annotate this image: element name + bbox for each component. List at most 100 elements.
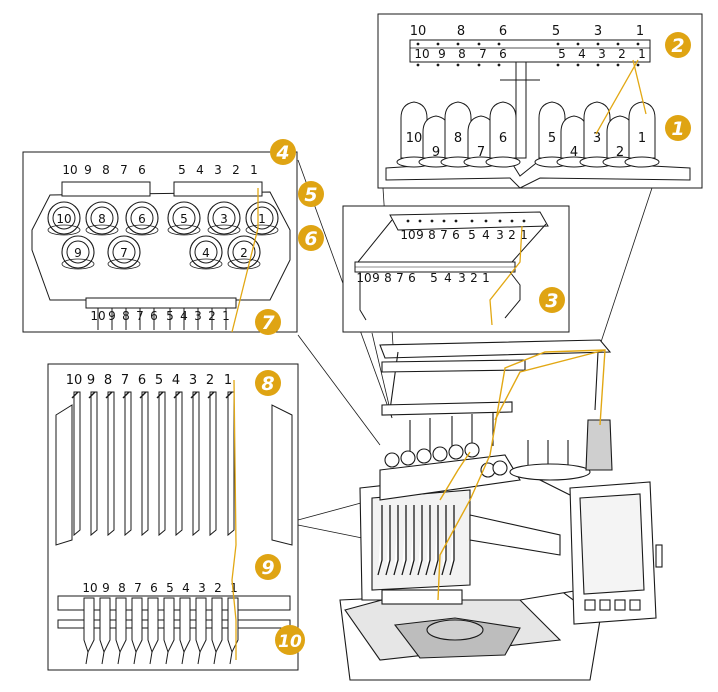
tension-top-label: 3 xyxy=(214,163,222,177)
guide-lower-label: 6 xyxy=(408,271,416,285)
top-thread-guide xyxy=(379,339,612,359)
guide-upper-label: 2 xyxy=(508,228,516,242)
guide-upper-label: 8 xyxy=(428,228,436,242)
badge-1: 1 xyxy=(665,115,691,141)
lcd-button-2[interactable] xyxy=(599,599,611,611)
tension-thread xyxy=(231,188,259,333)
lcd-side-tab xyxy=(655,544,663,568)
needle-top-label: 3 xyxy=(189,373,197,388)
needle-bar xyxy=(179,597,191,654)
thread-spool xyxy=(583,101,611,159)
guide-upper-label: 9 xyxy=(416,228,424,242)
spool-number: 8 xyxy=(454,131,462,146)
svg-text:8: 8 xyxy=(261,373,274,395)
svg-text:3: 3 xyxy=(545,290,558,312)
tension-disc-label: 6 xyxy=(138,212,146,226)
tension-disc-label: 2 xyxy=(240,246,248,260)
spool-top-label: 5 xyxy=(552,24,560,39)
needle-clamps xyxy=(381,589,463,605)
thread-cone xyxy=(585,419,613,471)
svg-text:9: 9 xyxy=(261,557,274,579)
needle-bars xyxy=(83,597,239,665)
hoop xyxy=(426,619,484,641)
guide-bar-label: 2 xyxy=(618,47,626,61)
guide-bar-label: 10 xyxy=(414,47,429,61)
machine-needle-bars xyxy=(377,505,455,576)
tension-top-label: 5 xyxy=(178,163,186,177)
spool-top-label: 6 xyxy=(499,24,507,39)
badge-8: 8 xyxy=(255,370,281,396)
middle-guide xyxy=(381,359,526,373)
needle-bottom-label: 2 xyxy=(214,581,222,595)
thread-spool xyxy=(489,101,517,159)
take-up-lever xyxy=(227,391,235,537)
needle-bottom-label: 1 xyxy=(230,581,238,595)
needle-bar xyxy=(195,597,207,654)
thread-spool xyxy=(628,101,656,159)
needle-thread xyxy=(231,379,237,660)
spool-number: 10 xyxy=(406,131,423,146)
tension-disc-label: 7 xyxy=(120,246,128,260)
take-up-lever xyxy=(90,391,98,537)
needle-top-label: 5 xyxy=(155,373,163,388)
guide-bar-label: 8 xyxy=(458,47,466,61)
take-up-levers xyxy=(71,391,235,537)
needle-bottom-label: 9 xyxy=(102,581,110,595)
spool-number: 3 xyxy=(593,131,601,146)
guide-upper-label: 5 xyxy=(468,228,476,242)
spool-top-label: 8 xyxy=(457,24,465,39)
needle-bar xyxy=(147,597,159,654)
needle-top-label: 10 xyxy=(66,373,83,388)
upper-guide-bar xyxy=(409,39,651,63)
needle-top-label: 7 xyxy=(121,373,129,388)
needle-top-label: 1 xyxy=(224,373,232,388)
tension-top-label: 7 xyxy=(120,163,128,177)
lcd-button-3[interactable] xyxy=(614,599,626,611)
svg-text:5: 5 xyxy=(304,184,317,206)
embroidery-machine xyxy=(339,339,663,681)
lcd-button-1[interactable] xyxy=(584,599,596,611)
badge-5: 5 xyxy=(298,181,324,207)
guide-bar-label: 6 xyxy=(499,47,507,61)
guide-lower-label: 3 xyxy=(458,271,466,285)
take-up-lever xyxy=(209,391,217,537)
guide-lower-label: 4 xyxy=(444,271,452,285)
badge-6: 6 xyxy=(298,225,324,251)
guide-upper-label: 6 xyxy=(452,228,460,242)
needle-bar xyxy=(115,597,127,654)
guide-lower-label: 2 xyxy=(470,271,478,285)
badge-9: 9 xyxy=(255,554,281,580)
lcd-button-4[interactable] xyxy=(629,599,641,611)
spool-number: 2 xyxy=(616,145,624,160)
needle-bottom-label: 6 xyxy=(150,581,158,595)
take-up-lever xyxy=(141,391,149,537)
svg-text:10: 10 xyxy=(278,632,302,652)
tension-top-label: 10 xyxy=(62,163,77,177)
svg-text:1: 1 xyxy=(671,118,684,140)
take-up-lever xyxy=(124,391,132,537)
spool-number: 6 xyxy=(499,131,507,146)
tension-disc-label: 1 xyxy=(258,212,266,226)
tension-top-label: 6 xyxy=(138,163,146,177)
needle-top-label: 8 xyxy=(104,373,112,388)
take-up-lever xyxy=(107,391,115,537)
guide-lower-label: 9 xyxy=(372,271,380,285)
needle-bottom-label: 4 xyxy=(182,581,190,595)
tension-top-label: 4 xyxy=(196,163,204,177)
needle-bar xyxy=(83,597,95,654)
badge-7: 7 xyxy=(255,309,281,335)
guide-lower-label: 8 xyxy=(384,271,392,285)
guide-bar-label: 9 xyxy=(438,47,446,61)
tension-disc-label: 5 xyxy=(180,212,188,226)
